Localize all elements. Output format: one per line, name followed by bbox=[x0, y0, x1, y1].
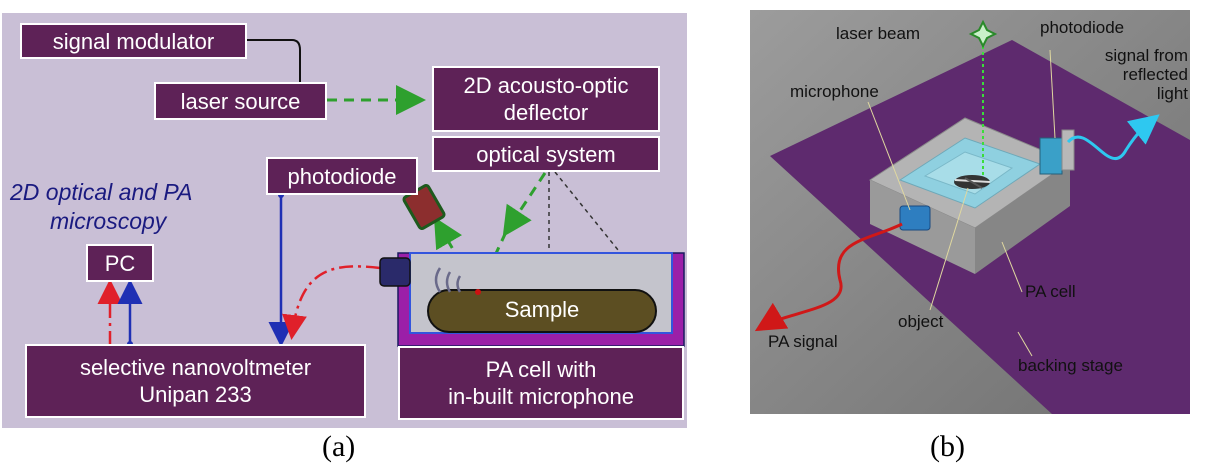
deflector-label-2: deflector bbox=[503, 100, 589, 125]
pointer-microphone bbox=[867, 101, 911, 211]
deflector-label-1: 2D acousto-optic bbox=[463, 73, 629, 98]
pointer-photodiode bbox=[1049, 49, 1056, 139]
label-pa-signal: PA signal bbox=[768, 332, 838, 351]
pointer-object bbox=[929, 187, 969, 311]
beam-to-sample bbox=[502, 172, 547, 238]
microphone-shape bbox=[379, 257, 411, 287]
label-photodiode: photodiode bbox=[1040, 18, 1125, 37]
photodiode-label: photodiode bbox=[287, 163, 397, 189]
label-object: object bbox=[898, 312, 944, 331]
label-signal-1: signal from bbox=[1104, 46, 1188, 65]
microscopy-title: 2D optical and PA microscopy bbox=[10, 178, 192, 236]
panel-b-illustration bbox=[750, 10, 1190, 414]
pc-box: PC bbox=[86, 244, 154, 282]
optical-system-label: optical system bbox=[476, 141, 616, 167]
sample-shape bbox=[427, 289, 657, 333]
nanovoltmeter-label-1: selective nanovoltmeter bbox=[79, 355, 312, 380]
pointer-pa-cell bbox=[1001, 241, 1023, 293]
panel-a-connections bbox=[97, 39, 685, 347]
deflector-box: 2D acousto-optic deflector bbox=[432, 66, 660, 132]
optical-system-box: optical system bbox=[432, 136, 660, 172]
modulator-cable bbox=[246, 39, 301, 82]
pa-cell-label-2: in-built microphone bbox=[448, 384, 634, 409]
signal-modulator-label: signal modulator bbox=[52, 28, 215, 54]
label-backing-stage: backing stage bbox=[1018, 356, 1123, 375]
sample-label: Sample bbox=[504, 297, 580, 322]
label-laser-beam: laser beam bbox=[836, 24, 921, 43]
label-signal-2: reflected bbox=[1122, 65, 1188, 84]
nanovoltmeter-label-2: Unipan 233 bbox=[139, 382, 252, 407]
laser-source-box: laser source bbox=[154, 82, 327, 120]
pa-signal-wire bbox=[754, 222, 903, 332]
panel-b-background: laser beam photodiode signal from reflec… bbox=[750, 10, 1190, 414]
pc-label: PC bbox=[104, 250, 136, 276]
acoustic-wave-3 bbox=[456, 275, 462, 293]
pointer-backing-stage bbox=[1017, 331, 1033, 357]
acoustic-wave-1 bbox=[434, 267, 442, 293]
caption-b: (b) bbox=[930, 430, 965, 463]
label-microphone: microphone bbox=[790, 82, 879, 101]
microphone-device bbox=[899, 205, 931, 231]
signal-modulator-box: signal modulator bbox=[20, 23, 247, 59]
label-signal-3: light bbox=[1156, 84, 1188, 103]
label-signal-reflected: signal from reflected light bbox=[1094, 46, 1188, 103]
microscopy-title-2: microscopy bbox=[50, 208, 167, 234]
microscopy-title-1: 2D optical and PA bbox=[10, 179, 193, 205]
microphone-signal bbox=[282, 265, 381, 340]
label-pa-cell: PA cell bbox=[1025, 282, 1076, 301]
pa-cell-label-1: PA cell with bbox=[485, 357, 597, 382]
pa-cell-box: PA cell with in-built microphone bbox=[398, 346, 684, 420]
nanovoltmeter-box: selective nanovoltmeter Unipan 233 bbox=[25, 344, 366, 418]
photodiode-box: photodiode bbox=[266, 157, 418, 195]
caption-a: (a) bbox=[322, 430, 356, 463]
reflected-light-wire bbox=[1066, 114, 1160, 160]
laser-star-icon bbox=[968, 19, 998, 49]
acoustic-wave-2 bbox=[445, 271, 452, 293]
object-shape bbox=[954, 175, 991, 189]
laser-source-label: laser source bbox=[180, 88, 301, 114]
pa-cell-front-right bbox=[975, 162, 1070, 274]
